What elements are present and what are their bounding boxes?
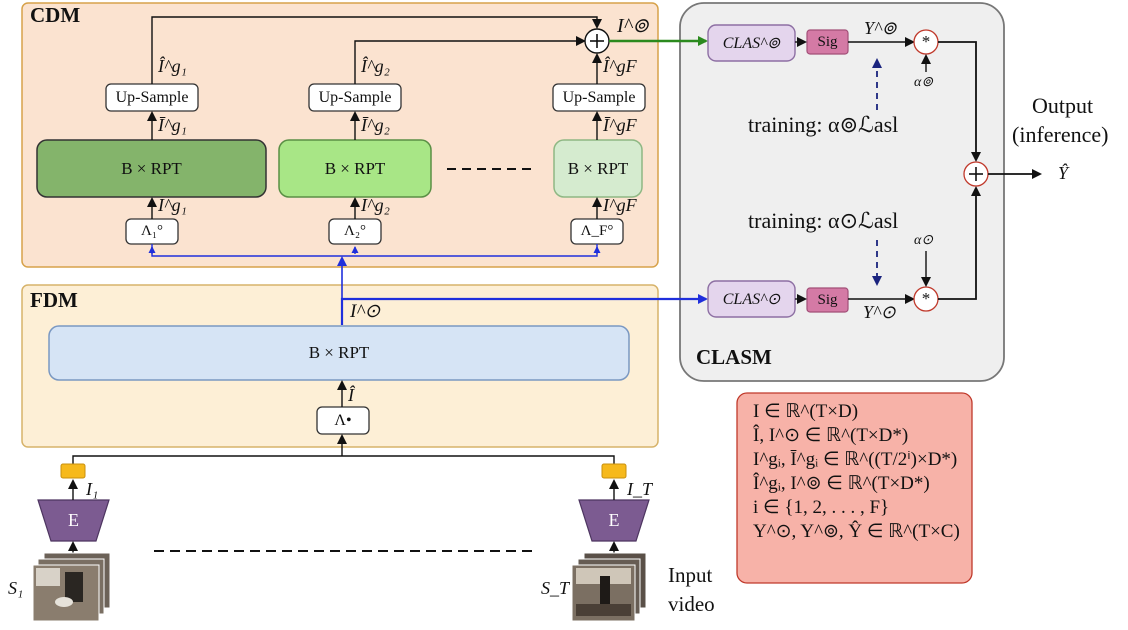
video-frames-T — [571, 552, 647, 622]
label-i1: I₁ — [86, 479, 99, 499]
token-1 — [60, 463, 86, 479]
label-i-odot: I^⊙ — [350, 301, 381, 322]
label-alpha-top: α⊚ — [914, 75, 934, 90]
label-y-top: Y^⊚ — [864, 18, 897, 38]
encoder-T — [578, 499, 650, 542]
label-ihat-g1: Î^g₁ — [158, 56, 187, 76]
label-y-hat: Ŷ — [1058, 163, 1069, 183]
upsample-label-g1: Up-Sample — [115, 88, 189, 106]
label-s1: S₁ — [8, 578, 24, 598]
label-ibar-gF: Ī^gF — [603, 115, 637, 135]
label-y-bottom: Y^⊙ — [863, 302, 896, 322]
label-alpha-bottom: α⊙ — [914, 233, 934, 248]
input-label-line2: video — [668, 592, 715, 616]
encoder-label-T: E — [608, 510, 620, 530]
label-i-g2: I^g₂ — [361, 195, 390, 215]
label-ihat-g2: Î^g₂ — [361, 56, 390, 76]
clasm-title: CLASM — [696, 345, 772, 369]
multiply-symbol-top: * — [921, 32, 931, 51]
legend-line-6: Y^⊙, Y^⊚, Ŷ ∈ ℝ^(T×C) — [753, 521, 960, 542]
rpt-label-fdm: B × RPT — [308, 343, 370, 362]
output-label-line2: (inference) — [1012, 122, 1109, 147]
video-frames-1 — [32, 552, 111, 622]
label-ibar-g1: Ī^g₁ — [158, 115, 187, 135]
sig-box-bottom — [806, 287, 849, 313]
label-i-gF: I^gF — [603, 195, 637, 215]
cdm-title: CDM — [30, 3, 81, 27]
legend-text: I ∈ ℝ^(T×D) Î, I^⊙ ∈ ℝ^(T×D*) I^gᵢ, Ī^gᵢ… — [753, 400, 960, 544]
clas-label-top: CLAS^⊚ — [722, 35, 781, 52]
rpt-label-gF: B × RPT — [567, 158, 629, 178]
multiply-symbol-bottom: * — [921, 289, 931, 308]
training-label-bottom: training: α⊙ℒasl — [748, 208, 899, 233]
sig-label-top: Sig — [817, 33, 838, 50]
output-label-line1: Output — [1032, 93, 1094, 118]
lambda-label-F: Λ_F° — [580, 223, 614, 239]
upsample-label-gF: Up-Sample — [562, 88, 636, 106]
training-label-top: training: α⊚ℒasl — [748, 112, 899, 137]
lambda-label-1: Λ₁° — [140, 223, 164, 239]
upsample-label-g2: Up-Sample — [318, 88, 392, 106]
label-ihat-gF: Î^gF — [603, 56, 637, 76]
clas-box-top — [707, 24, 796, 62]
token-T — [601, 463, 627, 479]
clas-label-bottom: CLAS^⊙ — [722, 291, 781, 308]
label-i-circledcirc: I^⊚ — [617, 15, 649, 37]
sig-label-bottom: Sig — [817, 291, 838, 308]
label-ibar-g2: Ī^g₂ — [361, 115, 390, 135]
legend-line-1: I ∈ ℝ^(T×D) — [753, 401, 859, 422]
label-i-hat: Î — [348, 385, 354, 405]
cdm-module — [21, 2, 659, 268]
fdm-title: FDM — [30, 288, 78, 312]
legend-line-3: I^gᵢ, Ī^gᵢ ∈ ℝ^((T/2ⁱ)×D*) — [753, 449, 958, 470]
encoder-1 — [37, 499, 110, 542]
lambda-label-2: Λ₂° — [343, 223, 367, 239]
legend-line-2: Î, I^⊙ ∈ ℝ^(T×D*) — [753, 425, 909, 446]
rpt-label-g2: B × RPT — [324, 158, 386, 178]
legend-line-5: i ∈ {1, 2, . . . , F} — [753, 497, 890, 518]
input-label-line1: Input — [668, 563, 713, 587]
label-i-g1: I^g₁ — [158, 195, 187, 215]
legend-line-4: Î^gᵢ, I^⊚ ∈ ℝ^(T×D*) — [753, 473, 930, 494]
blue-arrow-to-clas — [340, 294, 708, 325]
label-iT: I_T — [627, 479, 653, 499]
lambda-bullet-label: Λ• — [334, 411, 352, 429]
rpt-label-g1: B × RPT — [121, 158, 182, 178]
encoder-label-1: E — [68, 510, 79, 530]
label-sT: S_T — [541, 578, 570, 598]
legend-box — [736, 392, 973, 584]
